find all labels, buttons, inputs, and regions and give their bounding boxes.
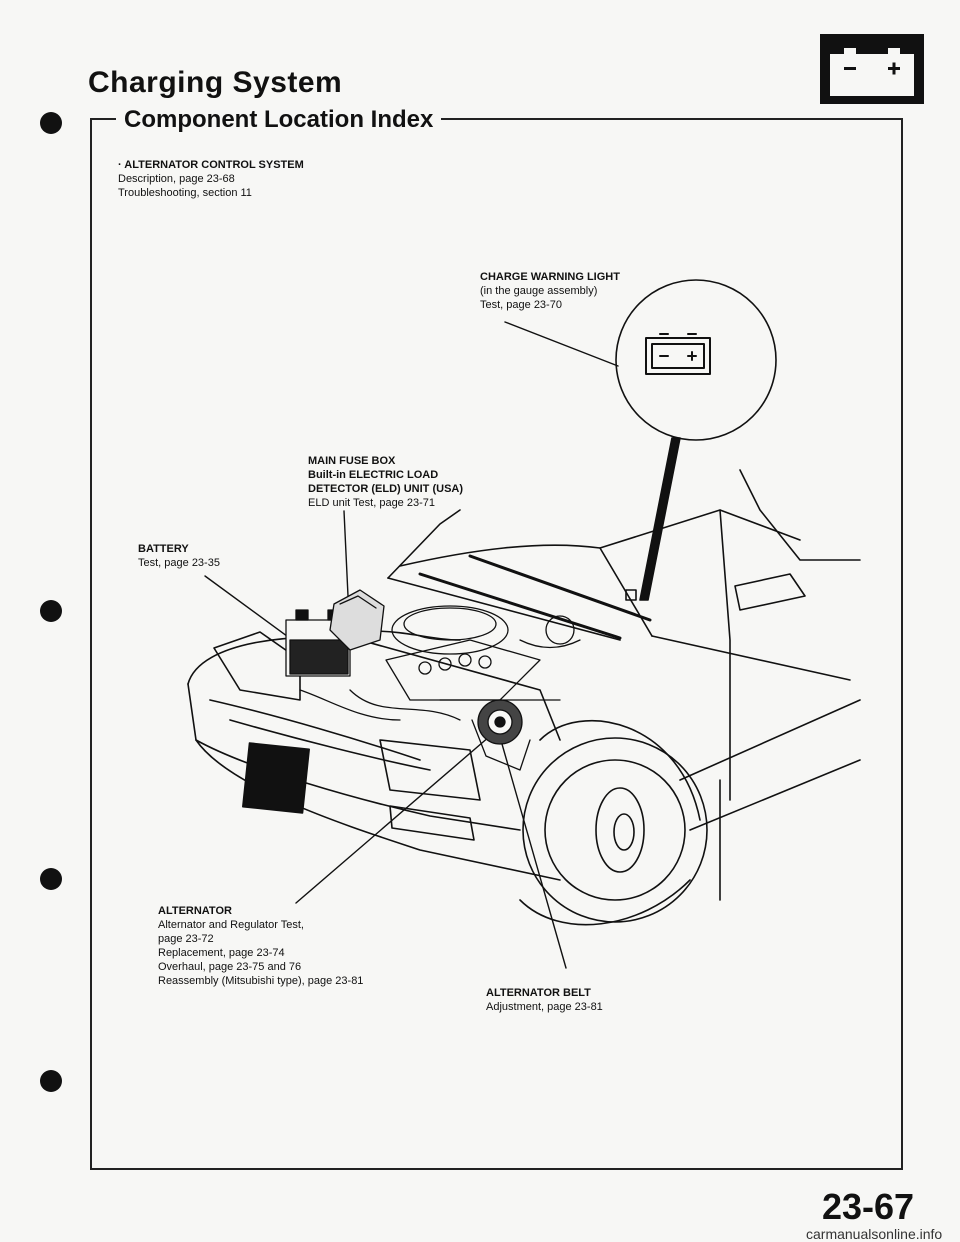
callout-line: Built-in ELECTRIC LOAD xyxy=(308,469,439,481)
callout-title: ALTERNATOR BELT xyxy=(486,987,591,999)
intro-line: Troubleshooting, section 11 xyxy=(118,187,252,199)
callout-line: ELD unit Test, page 23-71 xyxy=(308,497,435,509)
callout-line: Replacement, page 23-74 xyxy=(158,947,285,959)
callout-title: BATTERY xyxy=(138,543,189,555)
callout-line: DETECTOR (ELD) UNIT (USA) xyxy=(308,483,464,495)
binder-hole xyxy=(40,1070,62,1092)
intro-heading: · ALTERNATOR CONTROL SYSTEM xyxy=(118,159,304,171)
detail-magnifier-circle xyxy=(615,279,777,441)
callout-line: Overhaul, page 23-75 and 76 xyxy=(158,961,302,973)
pointer-wedge xyxy=(639,437,681,601)
binder-hole xyxy=(40,600,62,622)
battery-icon xyxy=(820,34,924,104)
callout-line: Test, page 23-35 xyxy=(138,557,220,569)
callout-line: page 23-72 xyxy=(158,933,214,945)
callout-title: MAIN FUSE BOX xyxy=(308,455,396,467)
watermark: carmanualsonline.info xyxy=(806,1226,943,1242)
page-number: 23-67 xyxy=(822,1186,915,1227)
callout-line: Reassembly (Mitsubishi type), page 23-81 xyxy=(158,975,364,987)
callout-line: Adjustment, page 23-81 xyxy=(486,1001,603,1013)
warning-light-icon xyxy=(645,333,711,375)
callout-line: (in the gauge assembly) xyxy=(480,285,598,297)
callout-charge-warning-light: CHARGE WARNING LIGHT (in the gauge assem… xyxy=(480,270,620,312)
callout-alternator-belt: ALTERNATOR BELT Adjustment, page 23-81 xyxy=(486,986,603,1014)
callout-main-fuse-box: MAIN FUSE BOX Built-in ELECTRIC LOAD DET… xyxy=(308,454,463,510)
binder-hole xyxy=(40,868,62,890)
callout-alternator: ALTERNATOR Alternator and Regulator Test… xyxy=(158,904,363,988)
leader-lines xyxy=(204,321,619,969)
callout-line: Test, page 23-70 xyxy=(480,299,562,311)
binder-hole xyxy=(40,112,62,134)
content-frame xyxy=(90,118,903,1170)
car-body xyxy=(187,469,861,926)
page-title: Charging System xyxy=(88,66,343,99)
callout-title: ALTERNATOR xyxy=(158,905,232,917)
license-plate xyxy=(242,742,310,814)
callout-title: CHARGE WARNING LIGHT xyxy=(480,271,620,283)
intro-line: Description, page 23-68 xyxy=(118,173,235,185)
callout-battery: BATTERY Test, page 23-35 xyxy=(138,542,220,570)
engine-components xyxy=(285,554,652,771)
section-title: Component Location Index xyxy=(116,106,442,134)
callout-line: Alternator and Regulator Test, xyxy=(158,919,304,931)
intro-block: · ALTERNATOR CONTROL SYSTEM Description,… xyxy=(118,158,304,200)
